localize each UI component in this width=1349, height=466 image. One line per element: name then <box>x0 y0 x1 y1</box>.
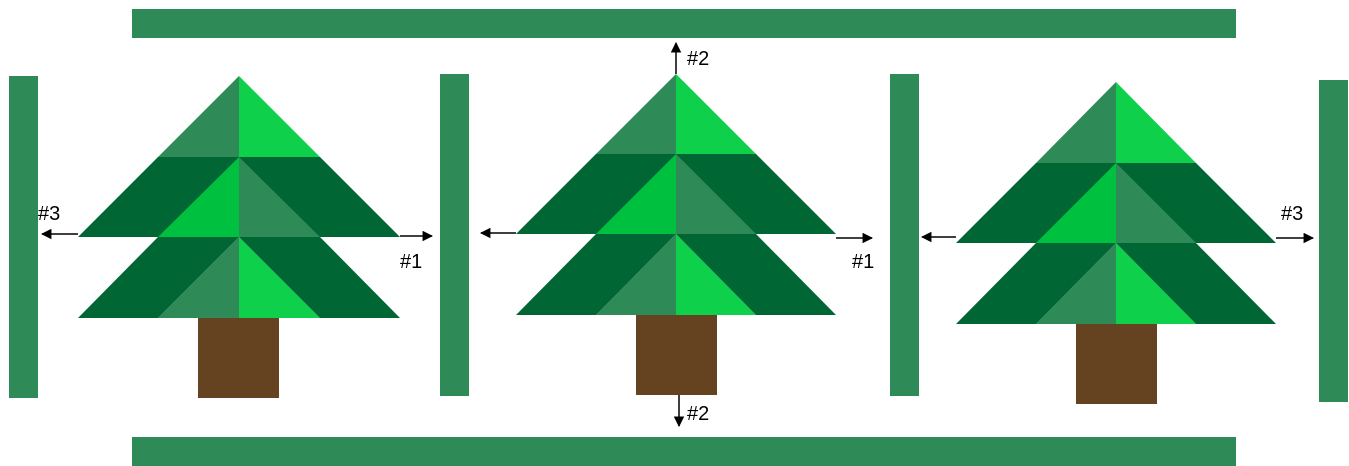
tier-mid-left-wing <box>78 157 158 237</box>
tier-top-left-half <box>596 74 676 154</box>
tier-bot-left-wing <box>516 234 596 315</box>
tier-top-left-half <box>1036 82 1116 163</box>
tree-middle <box>516 74 836 395</box>
tree-right <box>956 82 1276 404</box>
tier-mid-right-wing <box>756 154 836 234</box>
tier-mid-center-overlay-l <box>158 157 239 237</box>
trunk <box>1076 324 1157 404</box>
tier-top-left-half <box>158 76 239 157</box>
tier-mid-center-overlay-l <box>1036 163 1116 243</box>
tier-bot-center-left-b <box>158 237 239 318</box>
label-3-left: #3 <box>38 203 60 225</box>
trunk <box>636 315 717 395</box>
tier-bot-right-wing <box>756 234 836 315</box>
top-frame-bar <box>132 9 1236 38</box>
frame-bar-mid-left <box>440 74 469 396</box>
tier-bot-center-left-b <box>596 234 676 315</box>
tier-bot-center-right-b <box>1116 243 1196 324</box>
tier-mid-center-overlay-l <box>596 154 676 234</box>
tier-mid-left-wing <box>956 163 1036 243</box>
tier-mid-center-overlay-r <box>239 157 320 237</box>
bottom-frame-bar <box>132 437 1236 466</box>
tier-bot-center-left-b <box>1036 243 1116 324</box>
label-1-mid-tree: #1 <box>852 251 874 273</box>
tier-mid-center-overlay-r <box>1116 163 1196 243</box>
frame-bar-left <box>9 76 38 398</box>
frame-bar-mid-right <box>890 74 919 396</box>
tree-left <box>78 76 400 398</box>
label-3-right: #3 <box>1281 203 1303 225</box>
tier-bot-center-right-b <box>239 237 320 318</box>
tier-mid-left-wing <box>516 154 596 234</box>
label-1-left-tree: #1 <box>400 251 422 273</box>
tier-top-right-half <box>1116 82 1196 163</box>
tier-bot-left-wing <box>956 243 1036 324</box>
frame-bar-right <box>1319 80 1348 402</box>
trunk <box>198 318 279 398</box>
tier-mid-right-wing <box>1196 163 1276 243</box>
tier-top-right-half <box>239 76 320 157</box>
label-2-bottom: #2 <box>687 403 709 425</box>
tier-bot-center-right-b <box>676 234 756 315</box>
tier-mid-center-overlay-r <box>676 154 756 234</box>
tier-mid-right-wing <box>320 157 400 237</box>
tier-bot-left-wing <box>78 237 158 318</box>
label-2-top: #2 <box>687 48 709 70</box>
tier-top-right-half <box>676 74 756 154</box>
tier-bot-right-wing <box>320 237 400 318</box>
tier-bot-right-wing <box>1196 243 1276 324</box>
